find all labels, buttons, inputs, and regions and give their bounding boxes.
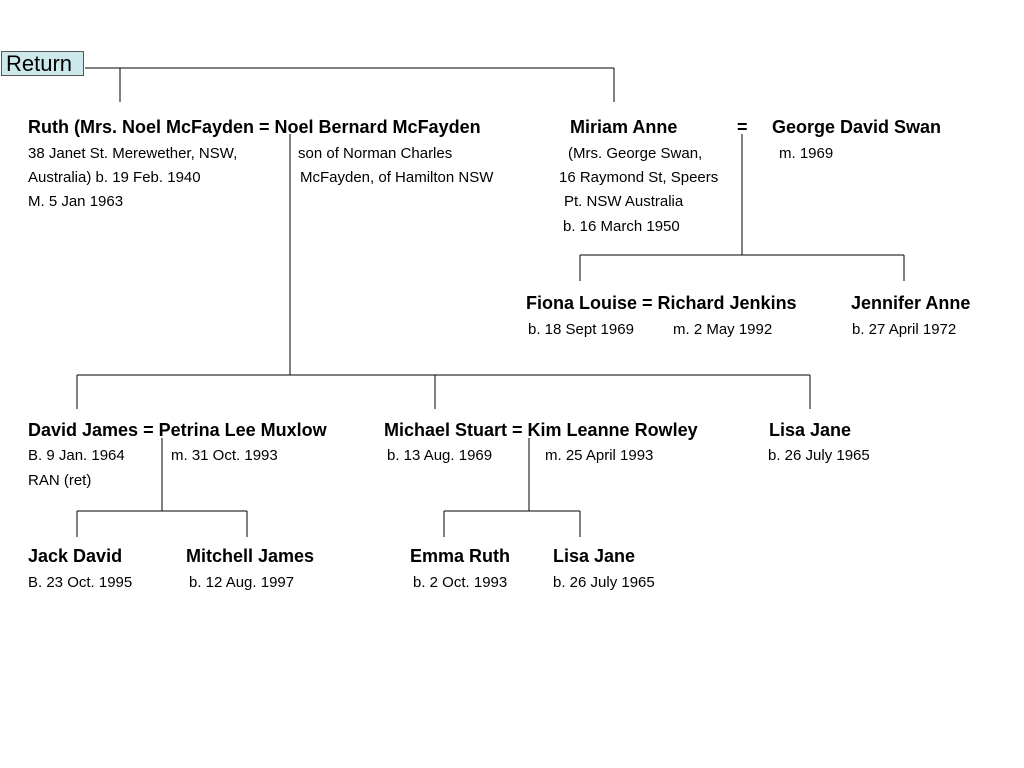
miriam-detail-3: Pt. NSW Australia [564, 193, 684, 210]
david-married: m. 31 Oct. 1993 [171, 447, 278, 464]
jack-name: Jack David [28, 546, 123, 566]
michael-couple: Michael Stuart = Kim Leanne Rowley [384, 420, 698, 440]
michael-born: b. 13 Aug. 1969 [387, 447, 493, 464]
david-couple: David James = Petrina Lee Muxlow [28, 420, 327, 440]
david-extra: RAN (ret) [28, 472, 92, 489]
david-born: B. 9 Jan. 1964 [28, 447, 125, 464]
ruth-detail-2: Australia) b. 19 Feb. 1940 [28, 169, 201, 186]
mitchell-born: b. 12 Aug. 1997 [189, 574, 295, 591]
emma-name: Emma Ruth [410, 546, 511, 566]
fiona-married: m. 2 May 1992 [673, 321, 773, 338]
miriam-detail-1: (Mrs. George Swan, [568, 145, 703, 162]
fiona-couple: Fiona Louise = Richard Jenkins [526, 293, 797, 313]
ruth-detail-3: M. 5 Jan 1963 [28, 193, 124, 210]
miriam-detail-4: b. 16 March 1950 [563, 218, 680, 235]
return-button[interactable]: Return [1, 51, 84, 76]
miriam-name: Miriam Anne [570, 117, 678, 137]
noel-detail-2: McFayden, of Hamilton NSW [300, 169, 494, 186]
george-name: George David Swan [772, 117, 942, 137]
emma-born: b. 2 Oct. 1993 [413, 574, 508, 591]
lisa-name: Lisa Jane [769, 420, 852, 440]
jack-born: B. 23 Oct. 1995 [28, 574, 133, 591]
ruth-detail-1: 38 Janet St. Merewether, NSW, [28, 145, 238, 162]
miriam-detail-2: 16 Raymond St, Speers [559, 169, 719, 186]
mitchell-name: Mitchell James [186, 546, 315, 566]
george-detail-1: m. 1969 [779, 145, 834, 162]
marriage-equals: = [737, 117, 748, 137]
noel-detail-1: son of Norman Charles [298, 145, 453, 162]
ruth-noel-couple: Ruth (Mrs. Noel McFayden = Noel Bernard … [28, 117, 481, 137]
jennifer-name: Jennifer Anne [851, 293, 971, 313]
lisa-grandchild-name: Lisa Jane [553, 546, 636, 566]
fiona-born: b. 18 Sept 1969 [528, 321, 634, 338]
lisa-grandchild-born: b. 26 July 1965 [553, 574, 655, 591]
lisa-born: b. 26 July 1965 [768, 447, 870, 464]
jennifer-born: b. 27 April 1972 [852, 321, 957, 338]
michael-married: m. 25 April 1993 [545, 447, 654, 464]
